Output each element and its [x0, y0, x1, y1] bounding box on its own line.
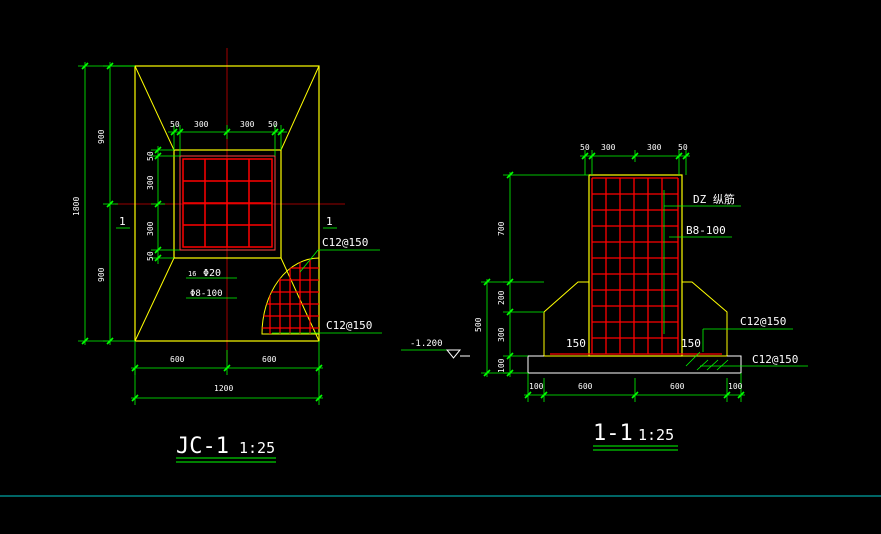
plan-rebar-bar: Φ20: [203, 268, 221, 279]
plan-dim-left-big-1: 900: [97, 129, 106, 144]
plan-dim-left-small-3: 300: [146, 221, 155, 236]
section-level-label: -1.200: [410, 339, 443, 349]
section-rebar-callout-1: C12@150: [740, 315, 786, 328]
section-dim-bottom-4: 100: [728, 382, 743, 391]
plan-dim-total-height: 1800: [72, 197, 81, 216]
plan-section-mark-right: 1: [326, 215, 333, 228]
plan-dim-top-2: 300: [194, 120, 209, 129]
section-column-rebar-grid: [550, 177, 722, 355]
section-dimensions: [401, 150, 808, 402]
plan-rebar-count: 16: [188, 270, 196, 278]
plan-dim-left-small-1: 50: [146, 151, 155, 161]
section-cover-right: 150: [681, 337, 701, 350]
plan-column-outline: [179, 155, 276, 251]
section-dim-top-4: 50: [678, 143, 688, 152]
section-dim-bottom-1: 100: [529, 382, 544, 391]
section-dim-left-3: 300: [497, 327, 506, 342]
plan-rebar-callout-bottom: C12@150: [326, 319, 372, 332]
plan-view: 50 300 300 50 50 300 300 50 900 900 1800…: [72, 48, 382, 463]
plan-dim-top-3: 300: [240, 120, 255, 129]
section-column-outline: [588, 174, 683, 357]
plan-dim-total-width: 1200: [214, 384, 233, 393]
plan-dim-left-small-2: 300: [146, 175, 155, 190]
plan-column-rebar-grid: [182, 158, 273, 248]
section-dim-left-total: 500: [474, 317, 483, 332]
section-dim-top-2: 300: [601, 143, 616, 152]
section-stirrup-label: B8-100: [686, 224, 726, 237]
section-view: 50 300 300 50 700 200 300 100 500 100 60…: [401, 143, 808, 451]
plan-slope-line: [280, 65, 320, 151]
section-blinding-layer: [527, 355, 742, 374]
section-pedestal-right: [682, 281, 728, 356]
plan-dimensions: [78, 62, 382, 405]
plan-dim-top-4: 50: [268, 120, 278, 129]
section-scale: 1:25: [638, 426, 674, 444]
plan-dim-left-small-4: 50: [146, 251, 155, 261]
plan-dim-top-1: 50: [170, 120, 180, 129]
plan-footing-outline: [134, 65, 320, 342]
plan-dim-left-big-2: 900: [97, 267, 106, 282]
section-dim-bottom-2: 600: [578, 382, 593, 391]
level-marker-icon: [445, 349, 462, 359]
section-dim-top-1: 50: [580, 143, 590, 152]
plan-section-mark-left: 1: [119, 215, 126, 228]
plan-title: JC-1: [176, 434, 229, 459]
section-title: 1-1: [593, 421, 633, 446]
section-pedestal-left: [543, 281, 589, 356]
section-rebar-callout-2: C12@150: [752, 353, 798, 366]
section-dz-label: DZ 纵筋: [693, 192, 735, 206]
plan-pedestal-outline: [173, 149, 282, 259]
plan-slope-line: [134, 257, 175, 342]
section-dim-top-3: 300: [647, 143, 662, 152]
section-cover-left: 150: [566, 337, 586, 350]
section-dim-left-4: 100: [497, 358, 506, 373]
plan-stirrup-label: Φ8-100: [190, 289, 223, 299]
plan-scale: 1:25: [239, 439, 275, 457]
section-dim-bottom-3: 600: [670, 382, 685, 391]
section-dim-left-2: 200: [497, 290, 506, 305]
plan-dim-bottom-2: 600: [262, 355, 277, 364]
plan-slope-line: [134, 65, 175, 151]
plan-rebar-callout-top: C12@150: [322, 236, 368, 249]
plan-base-rebar-mesh: [261, 257, 320, 335]
section-dim-left-1: 700: [497, 221, 506, 236]
plan-dim-bottom-1: 600: [170, 355, 185, 364]
